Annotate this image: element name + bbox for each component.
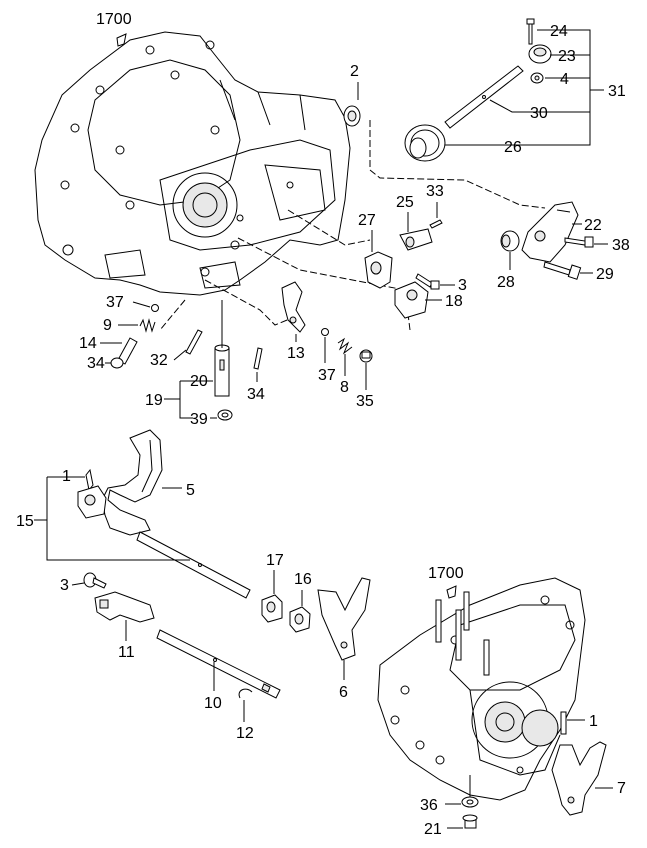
label-9: 9 — [103, 317, 112, 334]
label-1-right: 1 — [589, 713, 598, 730]
label-19: 19 — [145, 392, 163, 409]
label-25: 25 — [396, 194, 414, 211]
label-17: 17 — [266, 552, 284, 569]
part-3-bolt-top — [415, 273, 440, 290]
part-37-ball-left — [151, 304, 159, 312]
label-13: 13 — [287, 345, 305, 362]
part-21-drain-plug — [462, 814, 478, 829]
part-24-bolt — [526, 18, 535, 45]
housing-tag-top — [116, 33, 127, 47]
label-8: 8 — [340, 379, 349, 396]
part-5-shift-fork — [101, 429, 163, 536]
label-15: 15 — [16, 513, 34, 530]
part-28-sleeve — [500, 230, 520, 252]
label-22: 22 — [584, 217, 602, 234]
part-27-bracket — [364, 251, 393, 289]
label-18: 18 — [445, 293, 463, 310]
part-26-gear — [404, 124, 446, 162]
part-3-bolt-middle — [83, 572, 107, 589]
label-38: 38 — [612, 237, 630, 254]
part-34-plug-left — [110, 357, 124, 369]
part-39-washer — [217, 409, 233, 421]
part-22-bracket — [521, 201, 579, 263]
housing-tag-bottom — [446, 585, 457, 599]
part-33-bolt — [429, 219, 443, 229]
part-32-pin — [185, 329, 203, 355]
housing-label-top: 1700 — [96, 11, 132, 28]
part-1-pin-right — [560, 711, 567, 735]
label-16: 16 — [294, 571, 312, 588]
part-10-rod — [156, 629, 281, 699]
label-29: 29 — [596, 266, 614, 283]
part-8-spring — [337, 337, 353, 355]
label-31: 31 — [608, 83, 626, 100]
label-24: 24 — [550, 23, 568, 40]
label-3-middle: 3 — [60, 577, 69, 594]
part-30-shaft — [444, 65, 524, 129]
label-35: 35 — [356, 393, 374, 410]
label-26: 26 — [504, 139, 522, 156]
label-34-left: 34 — [87, 355, 105, 372]
label-36: 36 — [420, 797, 438, 814]
label-14: 14 — [79, 335, 97, 352]
part-18-bracket — [394, 281, 429, 319]
part-12-clip — [238, 688, 253, 699]
part-9-spring — [139, 318, 156, 333]
part-37-ball-right — [321, 328, 329, 336]
label-2: 2 — [350, 63, 359, 80]
label-27: 27 — [358, 212, 376, 229]
part-35-plug — [359, 349, 373, 363]
label-11: 11 — [118, 644, 135, 661]
label-23: 23 — [558, 48, 576, 65]
label-20: 20 — [190, 373, 208, 390]
label-12: 12 — [236, 725, 254, 742]
part-36-washer — [461, 796, 479, 808]
label-34-middle: 34 — [247, 386, 265, 403]
part-23-collar — [528, 44, 552, 64]
label-5: 5 — [186, 482, 195, 499]
upper-transmission-housing — [34, 31, 351, 296]
label-1-left: 1 — [62, 468, 71, 485]
part-1-pin-left — [85, 468, 94, 492]
part-34-pin-middle — [253, 347, 263, 370]
part-29-bolt — [543, 261, 582, 280]
label-6: 6 — [339, 684, 348, 701]
label-37-right: 37 — [318, 367, 336, 384]
label-33: 33 — [426, 183, 444, 200]
lower-transmission-housing — [377, 577, 586, 801]
part-15-block — [77, 485, 107, 519]
part-20-shaft — [214, 344, 230, 397]
label-37-left: 37 — [106, 294, 124, 311]
part-15-rod — [136, 531, 251, 599]
part-6-shift-fork — [317, 577, 371, 661]
part-17-synchro — [261, 594, 283, 623]
part-13-lever — [281, 281, 306, 333]
part-38-bolt — [564, 236, 594, 248]
part-25-lever — [399, 228, 433, 251]
part-16-synchro — [289, 606, 311, 633]
label-4: 4 — [560, 71, 569, 88]
label-7: 7 — [617, 780, 626, 797]
label-21: 21 — [424, 821, 442, 838]
housing-label-bottom: 1700 — [428, 565, 464, 582]
label-32: 32 — [150, 352, 168, 369]
label-10: 10 — [204, 695, 222, 712]
label-28: 28 — [497, 274, 515, 291]
part-11-shift-head — [94, 591, 155, 623]
label-3-top: 3 — [458, 277, 467, 294]
part-4-nut — [530, 72, 544, 84]
part-7-shift-fork — [551, 741, 607, 816]
part-2-seal — [343, 82, 361, 127]
label-39: 39 — [190, 411, 208, 428]
label-30: 30 — [530, 105, 548, 122]
